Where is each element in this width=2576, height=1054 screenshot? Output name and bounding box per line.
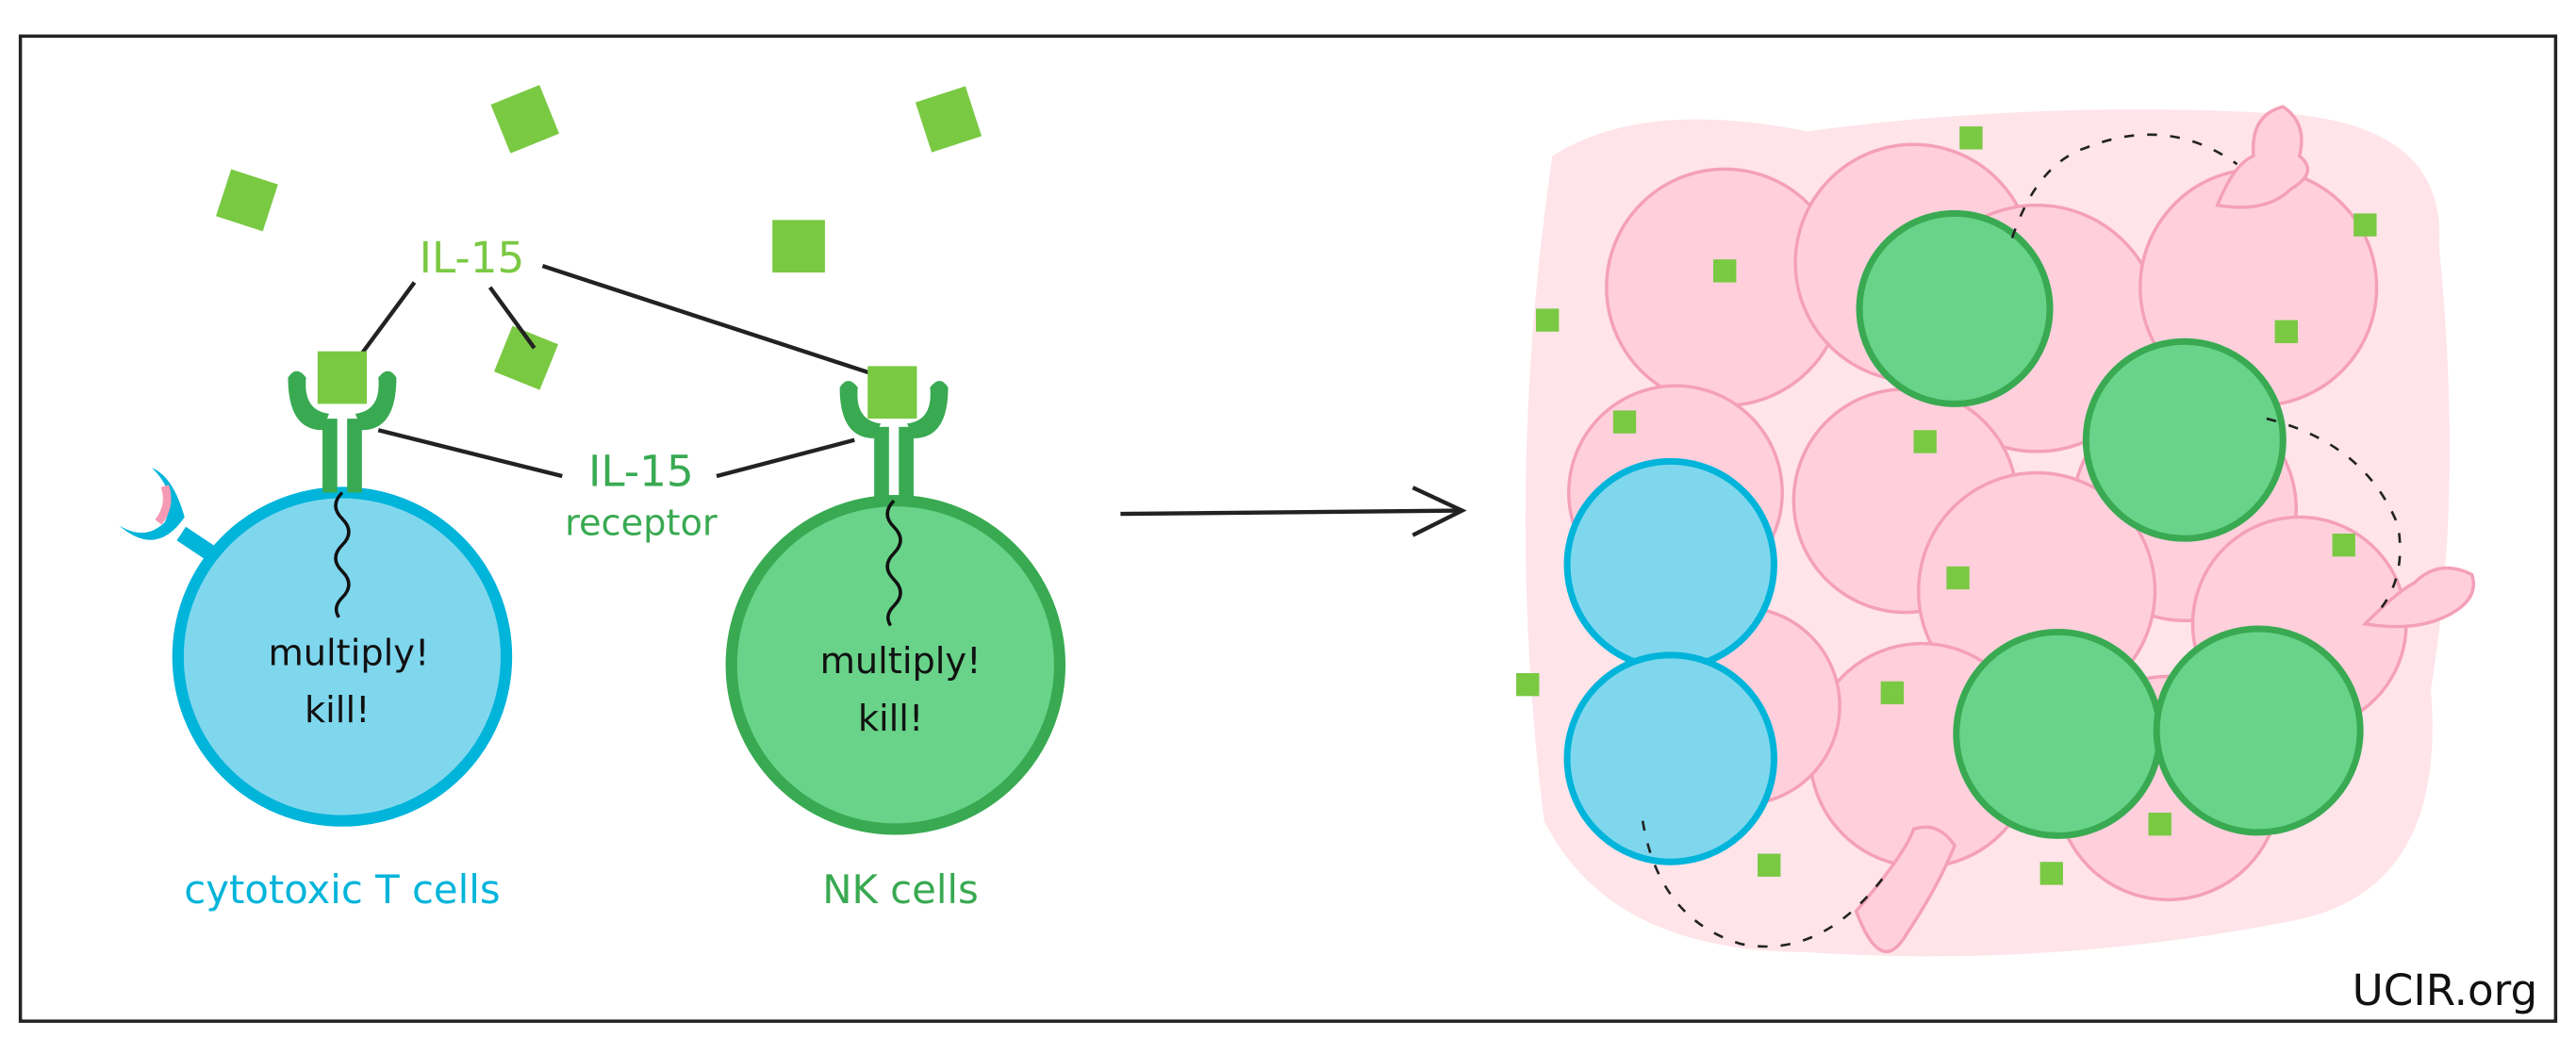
nk-cell-caption: NK cells xyxy=(822,866,979,913)
il15-square xyxy=(216,169,278,232)
t-cell-multiply-text: multiply! xyxy=(268,632,429,674)
il15-receptor-label-2: receptor xyxy=(565,502,718,545)
t-cell-caption: cytotoxic T cells xyxy=(184,866,500,913)
il15-molecules xyxy=(216,85,983,390)
il15-square xyxy=(867,366,917,420)
signal-squiggle xyxy=(885,499,902,627)
nk-cell-multiply-text: multiply! xyxy=(820,640,982,683)
tumor-scene xyxy=(1516,105,2475,957)
il15-receptor-icon xyxy=(839,381,949,502)
nk-cell-kill-text: kill! xyxy=(858,698,923,740)
nk-cell: multiply! kill! NK cells xyxy=(725,366,1066,913)
il15-receptor-icon xyxy=(288,371,397,493)
t-cells xyxy=(1563,457,1777,865)
nk-cells xyxy=(1856,209,2364,839)
il15-molecules xyxy=(1516,126,2377,885)
t-cell-kill-text: kill! xyxy=(305,689,370,732)
il15-square xyxy=(493,325,558,390)
il15-label: IL-15 xyxy=(420,233,525,283)
il15-square xyxy=(772,220,825,273)
il15-square xyxy=(915,86,983,153)
migration-paths xyxy=(1641,133,2402,948)
credit-watermark: UCIR.org xyxy=(2353,965,2538,1015)
il15-square xyxy=(317,351,368,404)
cytotoxic-t-cell: multiply! kill! cytotoxic T cells xyxy=(119,351,513,913)
il15-square xyxy=(490,85,560,154)
signal-squiggle xyxy=(334,491,351,618)
pointer-lines xyxy=(352,264,875,479)
arrow-icon xyxy=(1120,486,1467,537)
il15-receptor-label: IL-15 xyxy=(588,446,694,496)
